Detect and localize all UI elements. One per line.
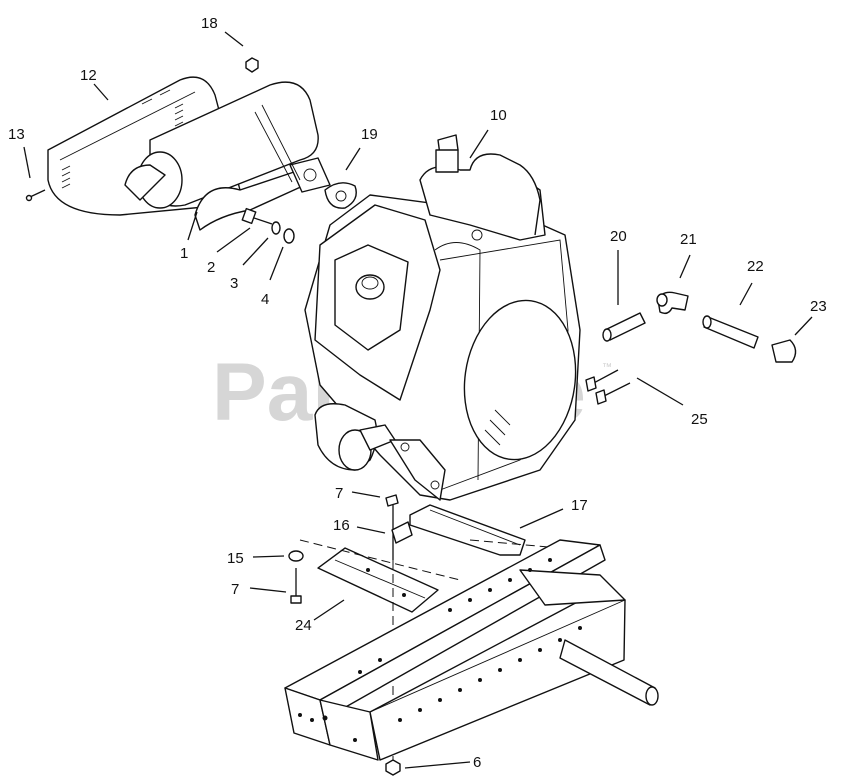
callout-20: 20 xyxy=(610,228,627,245)
nipple-20[interactable] xyxy=(602,312,646,342)
callout-17: 17 xyxy=(571,497,588,514)
callout-23: 23 xyxy=(810,298,827,315)
callout-25: 25 xyxy=(691,411,708,428)
callout-2: 2 xyxy=(207,259,215,276)
callout-labels: 18 12 13 1 2 3 4 19 10 20 21 22 23 25 17… xyxy=(8,15,827,771)
washer-3[interactable] xyxy=(271,221,281,235)
muffler[interactable] xyxy=(124,81,319,231)
screw-13[interactable] xyxy=(25,189,46,202)
callout-16: 16 xyxy=(333,517,350,534)
callout-18: 18 xyxy=(201,15,218,32)
elbow-21[interactable] xyxy=(656,291,689,315)
callout-7-lower: 7 xyxy=(231,581,239,598)
engine-mount-17[interactable] xyxy=(409,504,526,556)
callout-21: 21 xyxy=(680,231,697,248)
callout-7-upper: 7 xyxy=(335,485,343,502)
callout-22: 22 xyxy=(747,258,764,275)
callout-1: 1 xyxy=(180,245,188,262)
callout-15: 15 xyxy=(227,550,244,567)
callout-10: 10 xyxy=(490,107,507,124)
bolt-7-lower[interactable] xyxy=(290,568,302,604)
spacer-16[interactable] xyxy=(391,521,413,544)
nut-6[interactable] xyxy=(385,759,401,776)
nipple-22[interactable] xyxy=(702,315,759,349)
callout-19: 19 xyxy=(361,126,378,143)
leader-lines xyxy=(23,31,813,769)
watermark-trademark: ™ xyxy=(602,362,612,373)
callout-13: 13 xyxy=(8,126,25,143)
nut-18[interactable] xyxy=(245,57,259,73)
bolt-2[interactable] xyxy=(241,207,273,225)
callout-12: 12 xyxy=(80,67,97,84)
frame-chassis[interactable] xyxy=(284,539,659,761)
callout-6: 6 xyxy=(473,754,481,771)
engine[interactable] xyxy=(304,134,586,501)
cap-23[interactable] xyxy=(771,339,797,363)
callout-4: 4 xyxy=(261,291,269,308)
callout-3: 3 xyxy=(230,275,238,292)
bolts-25[interactable] xyxy=(585,369,631,405)
washer-15[interactable] xyxy=(288,550,304,562)
callout-24: 24 xyxy=(295,617,312,634)
exhaust-gasket[interactable] xyxy=(254,104,357,209)
plate-24[interactable] xyxy=(317,547,439,613)
lockwasher-4[interactable] xyxy=(283,228,295,244)
